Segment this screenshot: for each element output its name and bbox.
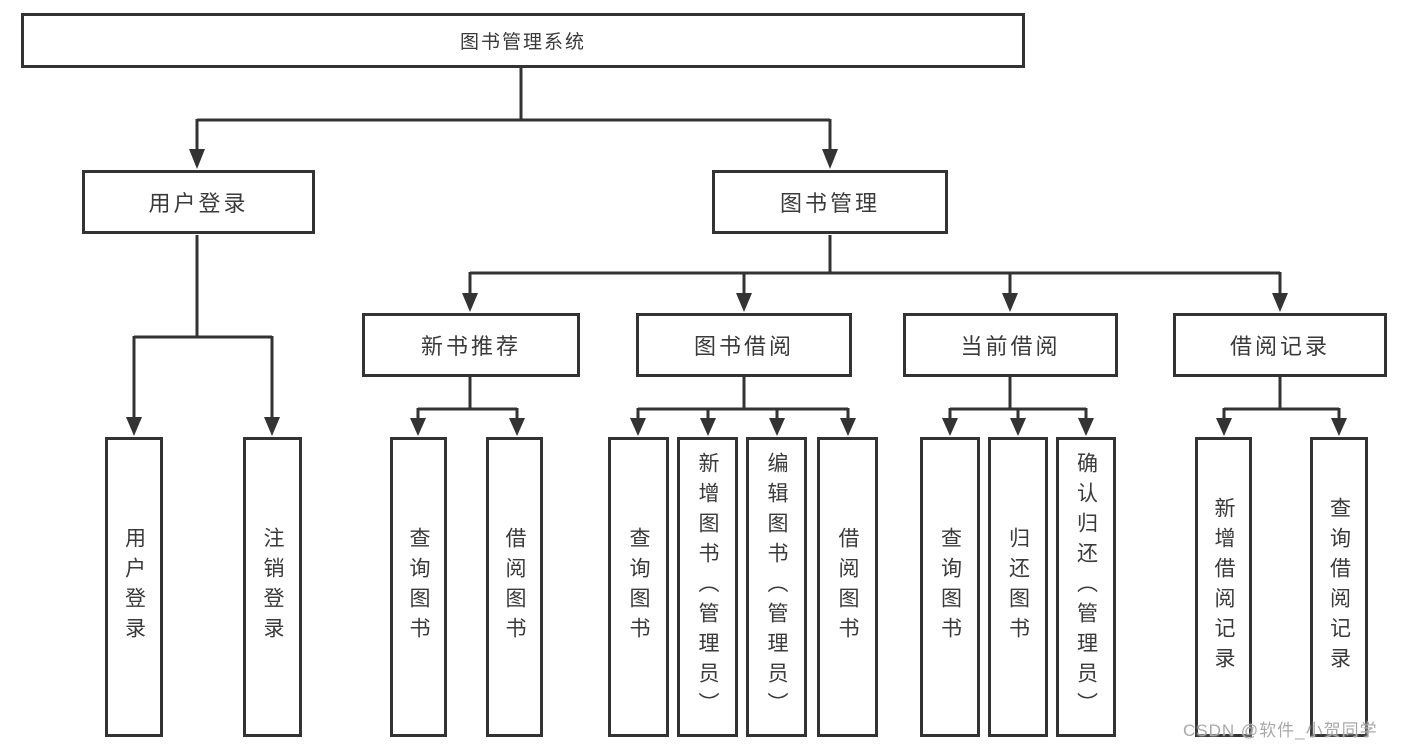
node-borrow-records-label: 借阅记录 [1229, 334, 1330, 359]
leaf-logout: 注销登录 [243, 437, 302, 737]
node-book-borrow-label: 图书借阅 [693, 334, 794, 359]
leaf-confirm-return-admin-label: 确认归还（管理员） [1074, 452, 1098, 722]
leaf-add-books-admin-label: 新增图书（管理员） [696, 452, 719, 722]
leaf-query-borrow-record: 查询借阅记录 [1310, 437, 1368, 737]
node-root-system: 图书管理系统 [21, 13, 1025, 68]
leaf-query-books-current-label: 查询图书 [938, 527, 962, 647]
leaf-return-books: 归还图书 [988, 437, 1048, 737]
leaf-query-books-borrow-label: 查询图书 [627, 527, 650, 647]
node-book-management-label: 图书管理 [779, 191, 880, 216]
leaf-logout-label: 注销登录 [261, 527, 284, 647]
node-user-login: 用户登录 [82, 170, 315, 234]
node-book-borrow: 图书借阅 [636, 313, 852, 377]
leaf-query-books-recommend-label: 查询图书 [407, 527, 430, 647]
leaf-edit-books-admin-label: 编辑图书（管理员） [765, 452, 788, 722]
leaf-add-borrow-record: 新增借阅记录 [1195, 437, 1252, 737]
leaf-query-books-recommend: 查询图书 [390, 437, 447, 737]
node-current-borrow: 当前借阅 [903, 313, 1118, 377]
connector-new-book-recommend-to-children [410, 377, 525, 436]
leaf-borrow-books-recommend-label: 借阅图书 [503, 527, 526, 647]
connector-book-management-to-level3 [462, 235, 1288, 312]
node-new-book-recommend-label: 新书推荐 [420, 334, 521, 359]
leaf-borrow-books: 借阅图书 [817, 437, 878, 737]
node-new-book-recommend: 新书推荐 [362, 313, 580, 377]
node-borrow-records: 借阅记录 [1173, 313, 1387, 377]
leaf-user-login-label: 用户登录 [122, 527, 146, 647]
connector-borrow-records-to-children [1216, 377, 1347, 436]
csdn-watermark: CSDN @软件_小贺同学 [1183, 721, 1378, 740]
leaf-add-borrow-record-label: 新增借阅记录 [1212, 497, 1235, 677]
leaf-add-books-admin: 新增图书（管理员） [677, 437, 738, 737]
leaf-query-books-current: 查询图书 [920, 437, 980, 737]
connector-root-to-level2 [189, 68, 838, 169]
leaf-borrow-books-recommend: 借阅图书 [486, 437, 543, 737]
leaf-confirm-return-admin: 确认归还（管理员） [1056, 437, 1116, 737]
leaf-user-login: 用户登录 [105, 437, 163, 737]
leaf-edit-books-admin: 编辑图书（管理员） [746, 437, 807, 737]
connector-book-borrow-to-children [630, 377, 856, 436]
leaf-borrow-books-label: 借阅图书 [836, 527, 859, 647]
connector-current-borrow-to-children [942, 377, 1094, 436]
node-root-label: 图书管理系统 [459, 32, 586, 53]
node-current-borrow-label: 当前借阅 [960, 334, 1061, 359]
node-book-management: 图书管理 [712, 170, 948, 234]
leaf-query-books-borrow: 查询图书 [608, 437, 669, 737]
leaf-return-books-label: 归还图书 [1006, 527, 1030, 647]
node-user-login-label: 用户登录 [148, 191, 249, 216]
connector-user-login-to-children [126, 235, 280, 436]
leaf-query-borrow-record-label: 查询借阅记录 [1327, 497, 1351, 677]
